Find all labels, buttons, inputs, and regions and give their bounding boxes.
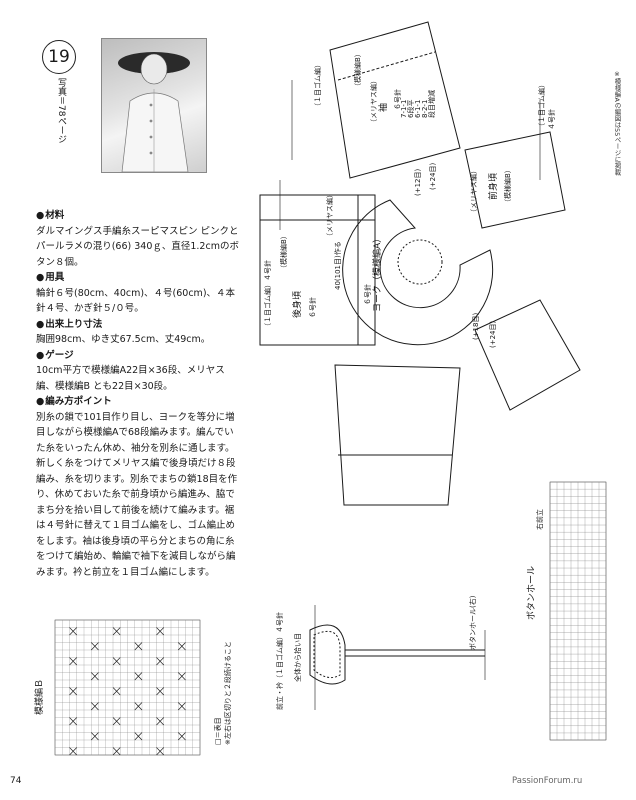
front-stitch: （メリヤス編） bbox=[469, 167, 478, 216]
chart-cross-mark bbox=[90, 732, 99, 741]
yoke-outline bbox=[342, 199, 494, 346]
tools-heading: 用具 bbox=[36, 270, 241, 286]
garment-schematic: ヨーク（模様編A） ６号針 後身頃 ６号針 （模様編B） （１目ゴム編）４号針 … bbox=[259, 21, 581, 506]
front-title: 前身頃 bbox=[487, 173, 499, 200]
back-needle: ６号針 bbox=[308, 297, 317, 318]
right-front-outline bbox=[464, 131, 566, 229]
chart-cross-mark bbox=[90, 702, 99, 711]
chart-cross-mark bbox=[112, 657, 121, 666]
pattern-b-title: 模様編Ｂ bbox=[33, 679, 45, 715]
size-body: 胸囲98cm、ゆき丈67.5cm、丈49cm。 bbox=[36, 334, 211, 345]
buttonband-chart: ボタンホール 右前立 bbox=[526, 481, 607, 741]
gauge-body: 10cm平方で模様編A22目×36段、メリヤス編、模様編B とも22目×30段。 bbox=[36, 365, 225, 392]
chart-cross-mark bbox=[177, 642, 186, 651]
page-number: 74 bbox=[10, 776, 22, 786]
yoke-title: ヨーク（模様編A） bbox=[371, 234, 383, 312]
chart-cross-mark bbox=[134, 672, 143, 681]
sleeve-dim-0: 6段平 bbox=[406, 100, 415, 118]
front-needle: ４号針 bbox=[547, 109, 556, 130]
collar-title: 前立・衿（１目ゴム編）４号針 bbox=[275, 612, 284, 710]
lower-sleeve-outline bbox=[474, 299, 581, 411]
model-silhouette bbox=[118, 52, 190, 173]
yoke-count-0: 40(101目)作る bbox=[333, 241, 342, 290]
sleeve-dim-3: 8-2-1 bbox=[421, 100, 429, 118]
buttonhole-title: ボタンホール bbox=[526, 566, 537, 620]
chart-cross-mark bbox=[112, 627, 121, 636]
pattern-b-chart: 模様編Ｂ □＝表目 ※左右は区切りと２段続けること bbox=[33, 619, 232, 756]
back-title: 後身頃 bbox=[291, 291, 303, 318]
sleeve-dim-1: 7-1-1 bbox=[400, 100, 408, 118]
chart-cross-mark bbox=[69, 627, 78, 636]
chart-cross-mark bbox=[134, 732, 143, 741]
chart-cross-mark bbox=[69, 657, 78, 666]
pattern-number-badge: 19 bbox=[42, 40, 76, 74]
chart-cross-mark bbox=[112, 717, 121, 726]
chart-cross-mark bbox=[177, 672, 186, 681]
sleeve-rib: （１目ゴム編） bbox=[313, 61, 322, 110]
photo-reference: 写真＝78ページ bbox=[56, 78, 66, 144]
side-note: ※模様編Aの編図は55ページに掲載 bbox=[613, 70, 621, 176]
chart-cross-mark bbox=[69, 717, 78, 726]
chart-cross-mark bbox=[112, 747, 121, 756]
pattern-number: 19 bbox=[48, 47, 70, 67]
stockinette-label: （メリヤス編） bbox=[325, 191, 334, 240]
yoke-count-3: (+18目) bbox=[472, 312, 480, 340]
chart-cross-mark bbox=[90, 672, 99, 681]
yoke-count-2: (+24目) bbox=[429, 162, 437, 190]
chart-cross-mark bbox=[69, 747, 78, 756]
chart-cross-mark bbox=[156, 657, 165, 666]
right-front-label: 右前立 bbox=[535, 509, 544, 530]
chart-cross-mark bbox=[112, 687, 121, 696]
sleeve-dim-2: 6-1-1 bbox=[414, 100, 422, 118]
method-heading: 編み方ポイント bbox=[36, 394, 241, 410]
chart-cross-mark bbox=[69, 687, 78, 696]
pattern-b-note: ※左右は区切りと２段続けること bbox=[223, 641, 232, 745]
chart-cross-mark bbox=[134, 642, 143, 651]
model-photo bbox=[101, 38, 207, 173]
chart-cross-mark bbox=[156, 627, 165, 636]
collar-schematic: 前立・衿（１目ゴム編）４号針 全体から拾い目 ボタンホール(右) bbox=[275, 595, 486, 710]
method-body: 別糸の鎖で101目作り目し、ヨークを等分に増目しながら模様編Aで68段編みます。… bbox=[36, 411, 238, 578]
yoke-count-4: (+24目) bbox=[489, 320, 497, 348]
upper-sleeve-outline bbox=[329, 21, 461, 179]
instructions: 材料 ダルマイングス手編糸スーピマスピン ピンクとパールラメの混り(66) 34… bbox=[36, 208, 241, 580]
chart-cross-mark bbox=[90, 642, 99, 651]
watermark: PassionForum.ru bbox=[512, 776, 583, 786]
chart-cross-mark bbox=[156, 687, 165, 696]
chart-cross-mark bbox=[177, 702, 186, 711]
sleeve-stitch: （メリヤス編） bbox=[369, 77, 378, 126]
back-pattern: （模様編B） bbox=[279, 232, 288, 272]
materials-heading: 材料 bbox=[36, 208, 241, 224]
collar-side: 全体から拾い目 bbox=[293, 633, 302, 682]
sleeve-needle: ６号針 bbox=[393, 89, 402, 110]
yoke-needle: ６号針 bbox=[363, 284, 372, 305]
pattern-b-legend: □＝表目 bbox=[213, 717, 222, 745]
gauge-heading: ゲージ bbox=[36, 348, 241, 364]
back-rib: （１目ゴム編）４号針 bbox=[263, 260, 272, 330]
yoke-count-1: (+12目) bbox=[414, 168, 422, 196]
front-pattern: （模様編B） bbox=[503, 166, 512, 206]
buttonhole-label: ボタンホール(右) bbox=[468, 595, 477, 650]
chart-cross-mark bbox=[156, 717, 165, 726]
sleeve-title: 袖 bbox=[377, 103, 389, 112]
lower-body-outline bbox=[334, 364, 461, 506]
front-rib: （１目ゴム編） bbox=[537, 81, 546, 130]
materials-body: ダルマイングス手編糸スーピマスピン ピンクとパールラメの混り(66) 340ｇ、… bbox=[36, 225, 239, 268]
chart-cross-mark bbox=[134, 702, 143, 711]
tools-body: 輪針６号(80cm、40cm)、４号(60cm)、４本針４号、かぎ針５/０号。 bbox=[36, 287, 236, 315]
chart-cross-mark bbox=[156, 747, 165, 756]
sleeve-dim-4: 段目増減 bbox=[427, 90, 436, 118]
sleeve-pattern: （模様編B） bbox=[353, 50, 362, 90]
chart-cross-mark bbox=[177, 732, 186, 741]
size-heading: 出来上り寸法 bbox=[36, 317, 241, 333]
back-body-outline bbox=[259, 194, 376, 346]
